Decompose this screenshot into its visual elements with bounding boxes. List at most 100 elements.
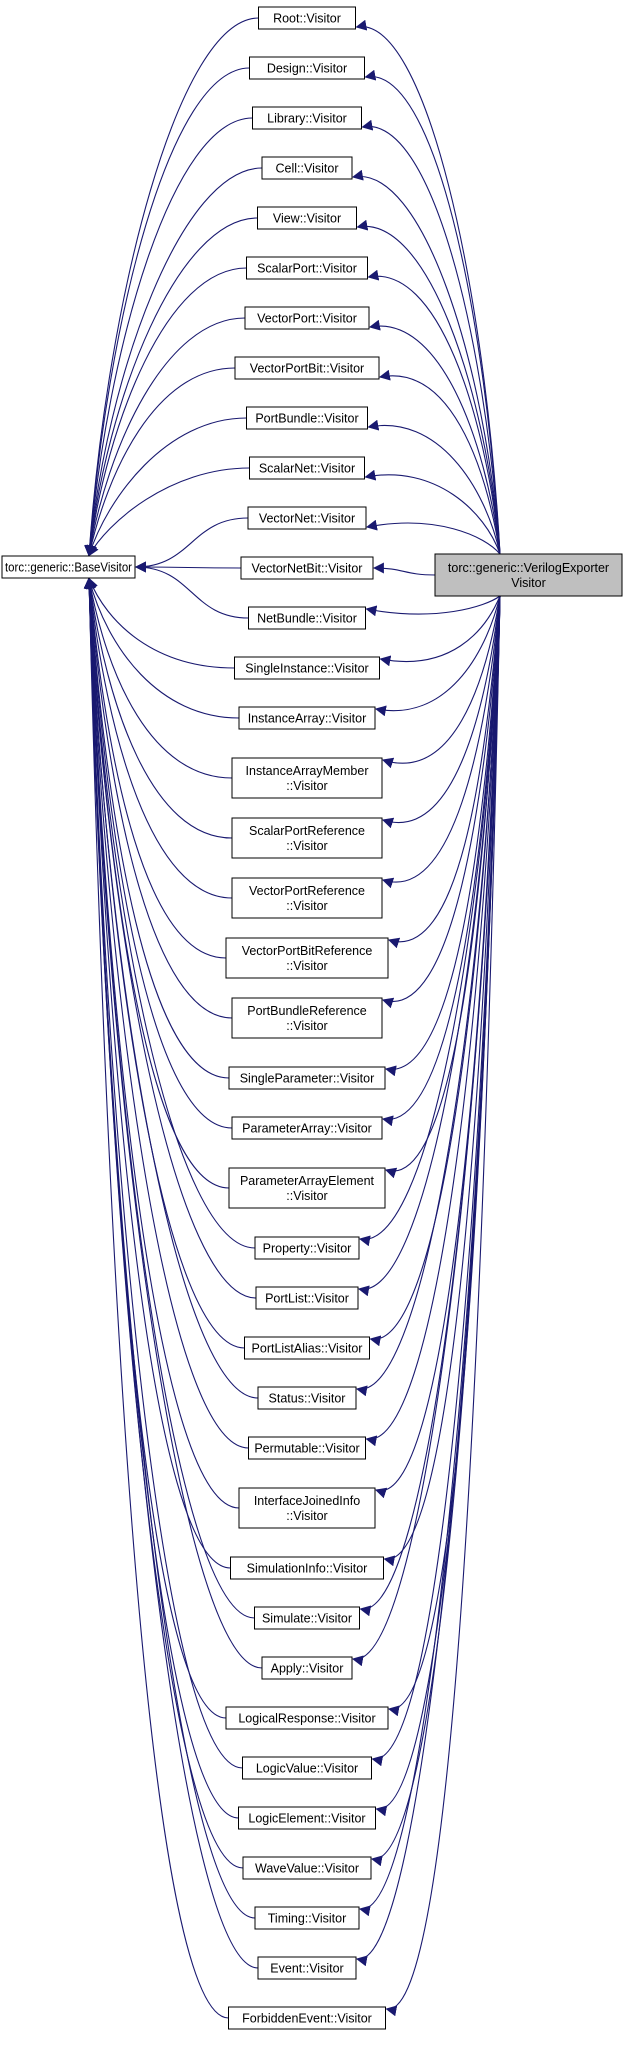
node-library-visitor[interactable]: Library::Visitor <box>252 106 362 130</box>
inheritance-edge <box>85 367 236 557</box>
node-label-line: SingleInstance::Visitor <box>245 662 368 676</box>
node-box <box>228 2006 386 2030</box>
node-simulationinfo-visitor[interactable]: SimulationInfo::Visitor <box>230 1556 384 1580</box>
node-vectorportreference-visitor[interactable]: VectorPortReference::Visitor <box>231 877 383 919</box>
inheritance-edge <box>134 561 249 619</box>
inheritance-edge <box>84 577 233 899</box>
node-scalarportreference-visitor[interactable]: ScalarPortReference::Visitor <box>231 817 383 859</box>
node-vectorportbitreference-visitor[interactable]: VectorPortBitReference::Visitor <box>225 937 389 979</box>
node-cell-visitor[interactable]: Cell::Visitor <box>261 156 353 180</box>
inheritance-edge <box>84 217 258 557</box>
node-event-visitor[interactable]: Event::Visitor <box>257 1956 357 1980</box>
node-vectorportbit-visitor[interactable]: VectorPortBit::Visitor <box>234 356 380 380</box>
node-wavevalue-visitor[interactable]: WaveValue::Visitor <box>242 1856 372 1880</box>
inheritance-edge <box>385 595 501 2017</box>
node-portlistalias-visitor[interactable]: PortListAlias::Visitor <box>244 1336 370 1360</box>
node-box <box>238 1806 376 1830</box>
node-box <box>249 456 365 480</box>
node-label-line: PortList::Visitor <box>265 1292 349 1306</box>
node-permutable-visitor[interactable]: Permutable::Visitor <box>248 1436 366 1460</box>
inheritance-edge <box>372 562 436 576</box>
node-vectornet-visitor[interactable]: VectorNet::Visitor <box>247 506 367 530</box>
node-label-line: VectorPortReference <box>249 884 365 898</box>
node-box <box>261 156 353 180</box>
node-label-line: InstanceArray::Visitor <box>248 712 367 726</box>
inheritance-edge <box>83 577 259 1399</box>
inheritance-edge <box>84 577 233 1129</box>
node-torc-generic-basevisitor[interactable]: torc::generic::BaseVisitor <box>1 555 136 579</box>
node-label-line: Simulate::Visitor <box>262 1612 352 1626</box>
node-box <box>248 1436 366 1460</box>
node-forbiddenevent-visitor[interactable]: ForbiddenEvent::Visitor <box>228 2006 386 2030</box>
node-vectorport-visitor[interactable]: VectorPort::Visitor <box>244 306 370 330</box>
node-portbundlereference-visitor[interactable]: PortBundleReference::Visitor <box>231 997 383 1039</box>
node-box <box>231 997 383 1039</box>
node-box <box>246 406 368 430</box>
node-box <box>257 206 357 230</box>
inheritance-edge <box>83 577 244 1869</box>
node-netbundle-visitor[interactable]: NetBundle::Visitor <box>248 606 366 630</box>
node-label-line: Apply::Visitor <box>271 1662 344 1676</box>
node-label-line: SimulationInfo::Visitor <box>247 1562 368 1576</box>
node-timing-visitor[interactable]: Timing::Visitor <box>254 1906 360 1930</box>
node-simulate-visitor[interactable]: Simulate::Visitor <box>254 1606 360 1630</box>
node-label-line: SingleParameter::Visitor <box>240 1072 375 1086</box>
node-parameterarrayelement-visitor[interactable]: ParameterArrayElement::Visitor <box>228 1167 386 1209</box>
node-property-visitor[interactable]: Property::Visitor <box>254 1236 360 1260</box>
edges-layer <box>83 17 501 2019</box>
node-label-line: Event::Visitor <box>270 1962 343 1976</box>
inheritance-edge <box>86 577 240 719</box>
node-box <box>225 1706 389 1730</box>
inheritance-edge <box>378 369 501 555</box>
node-label-line: ParameterArrayElement <box>240 1174 375 1188</box>
node-singleinstance-visitor[interactable]: SingleInstance::Visitor <box>234 656 380 680</box>
node-box <box>1 555 136 579</box>
node-logicelement-visitor[interactable]: LogicElement::Visitor <box>238 1806 376 1830</box>
inheritance-edge <box>84 577 227 959</box>
inheritance-edge <box>379 595 501 667</box>
inheritance-edge <box>381 595 501 829</box>
inheritance-edge <box>84 267 247 557</box>
node-instancearray-visitor[interactable]: InstanceArray::Visitor <box>238 706 376 730</box>
node-parameterarray-visitor[interactable]: ParameterArray::Visitor <box>231 1116 383 1140</box>
nodes-layer: torc::generic::BaseVisitor Root::VisitorD… <box>1 6 623 2030</box>
node-vectornetbit-visitor[interactable]: VectorNetBit::Visitor <box>240 556 374 580</box>
node-box <box>247 506 367 530</box>
inheritance-edge <box>356 219 501 555</box>
node-singleparameter-visitor[interactable]: SingleParameter::Visitor <box>228 1066 386 1090</box>
node-scalarnet-visitor[interactable]: ScalarNet::Visitor <box>249 456 365 480</box>
inheritance-edge <box>83 577 229 2019</box>
node-scalarport-visitor[interactable]: ScalarPort::Visitor <box>246 256 368 280</box>
inheritance-edge <box>84 17 259 557</box>
node-interfacejoinedinfo-visitor[interactable]: InterfaceJoinedInfo::Visitor <box>238 1487 376 1529</box>
node-apply-visitor[interactable]: Apply::Visitor <box>261 1656 353 1680</box>
node-label-line: View::Visitor <box>273 212 341 226</box>
inheritance-edge <box>84 577 257 1299</box>
node-box <box>231 817 383 859</box>
node-portbundle-visitor[interactable]: PortBundle::Visitor <box>246 406 368 430</box>
inheritance-edge <box>351 169 501 555</box>
node-root-visitor[interactable]: Root::Visitor <box>258 6 356 30</box>
node-label-line: ::Visitor <box>286 1019 327 1033</box>
node-design-visitor[interactable]: Design::Visitor <box>249 56 365 80</box>
inheritance-edge <box>364 469 501 555</box>
inheritance-edge <box>84 67 250 557</box>
node-portlist-visitor[interactable]: PortList::Visitor <box>255 1286 359 1310</box>
inheritance-edge <box>83 577 249 1449</box>
node-label-line: PortBundle::Visitor <box>255 412 358 426</box>
node-label-line: ScalarPortReference <box>249 824 365 838</box>
node-status-visitor[interactable]: Status::Visitor <box>257 1386 357 1410</box>
node-box <box>231 757 383 799</box>
inheritance-edge <box>371 595 501 1767</box>
node-box <box>254 1236 360 1260</box>
node-instancearraymember-visitor[interactable]: InstanceArrayMember::Visitor <box>231 757 383 799</box>
node-logicalresponse-visitor[interactable]: LogicalResponse::Visitor <box>225 1706 389 1730</box>
node-box <box>254 1606 360 1630</box>
inheritance-edge <box>381 595 501 1009</box>
node-label-line: Timing::Visitor <box>268 1912 347 1926</box>
node-logicvalue-visitor[interactable]: LogicValue::Visitor <box>242 1756 372 1780</box>
node-box <box>238 706 376 730</box>
node-view-visitor[interactable]: View::Visitor <box>257 206 357 230</box>
node-box <box>242 1756 372 1780</box>
